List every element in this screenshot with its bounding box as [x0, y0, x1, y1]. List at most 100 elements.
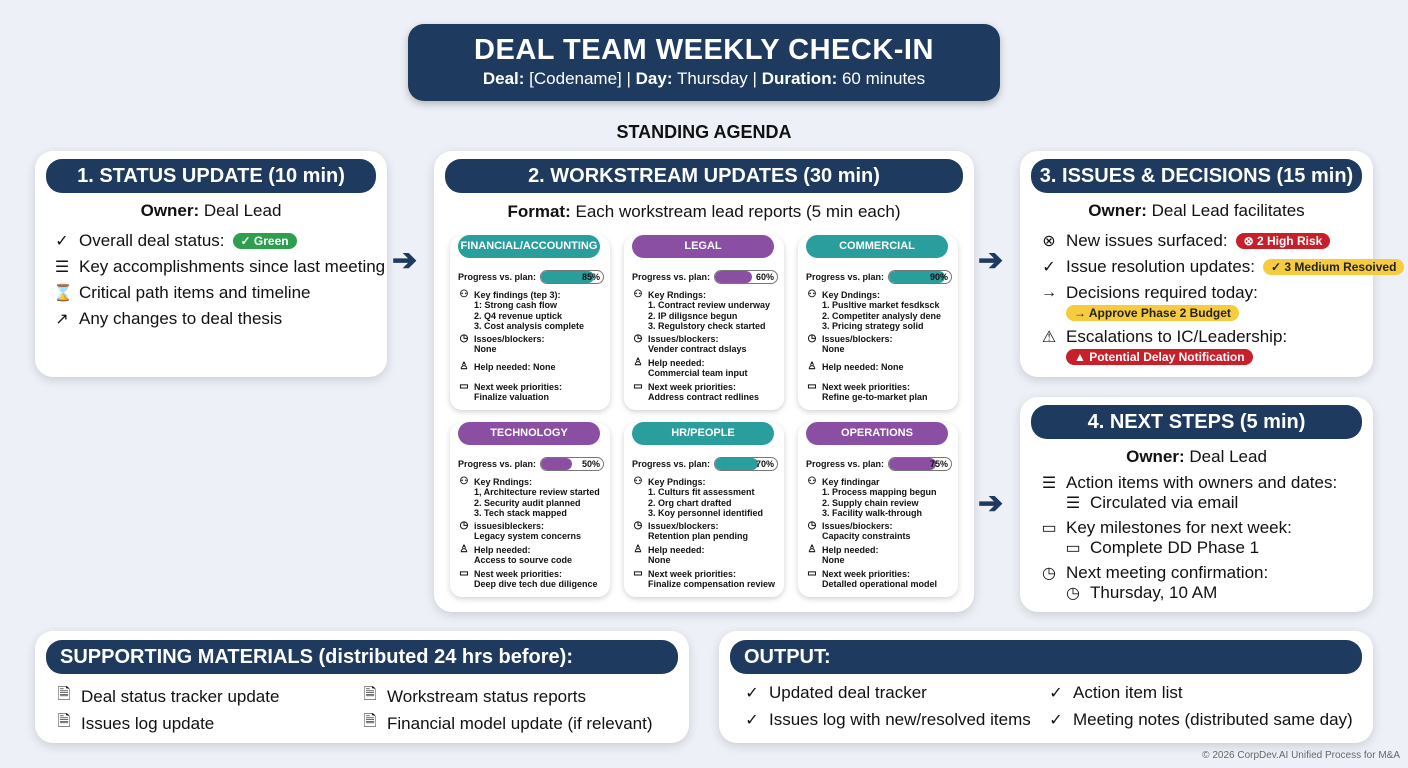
output-item: ✓Updated deal tracker: [743, 683, 927, 703]
check-circle-icon: ✓: [1042, 259, 1056, 276]
issues-panel: 3. ISSUES & DECISIONS (15 min) Owner: De…: [1020, 151, 1405, 377]
calendar-icon: ▭: [633, 381, 643, 392]
status-badge: ✓ Green: [232, 233, 297, 249]
help-needed: ♙Help needed:Access to sourve code: [458, 544, 573, 566]
progress: Progress vs. plan:60%: [632, 270, 779, 284]
label: Nest week priorities:: [474, 569, 563, 579]
finding: 1, Architecture review started: [474, 487, 600, 498]
label: Issuex/blockers:: [648, 521, 719, 531]
next-steps-title: 4. NEXT STEPS (5 min): [1031, 405, 1362, 439]
status-item: ⌛ Critical path items and timeline: [53, 283, 310, 303]
issues-title: 3. ISSUES & DECISIONS (15 min): [1031, 159, 1362, 193]
list-icon: ☰: [1065, 495, 1081, 512]
issues: ◷Issues/blockers:Vender contract dslays: [632, 333, 747, 355]
progress-fill: [715, 458, 759, 470]
progress: Progress vs. plan:85%: [458, 270, 605, 284]
label: Issues/biockers:: [822, 521, 893, 531]
calendar-icon: ▭: [1065, 540, 1081, 557]
page-title: DEAL TEAM WEEKLY CHECK-IN: [474, 34, 934, 66]
title-banner: DEAL TEAM WEEKLY CHECK-IN Deal: [Codenam…: [408, 24, 1000, 101]
output-panel: OUTPUT: ✓Updated deal tracker ✓Action ite…: [719, 631, 1373, 743]
calendar-icon: ▭: [807, 568, 817, 579]
check-circle-icon: ✓: [1049, 685, 1063, 702]
finding: 2. IP diligsnce begun: [648, 310, 738, 321]
item-text: Meeting notes (distributed same day): [1073, 710, 1353, 729]
label: Issoes/blockers:: [474, 334, 545, 344]
issues: ◷Issuex/blockers:Retention plan pending: [632, 520, 748, 542]
value: Refine ge-to-market plan: [822, 392, 928, 403]
clock-icon: ◷: [459, 520, 469, 531]
people-icon: ⚇: [807, 289, 817, 300]
progress-fill: [889, 458, 936, 470]
progress-fill: [715, 271, 753, 283]
next-step-detail: ◷Thursday, 10 AM: [1064, 583, 1217, 603]
next-step-item: ▭ Key milestones for next week:: [1040, 518, 1292, 538]
people-icon: ⚇: [459, 289, 469, 300]
item-text: Deal status tracker update: [81, 686, 280, 706]
materials-item: 🗎 Deal status tracker update: [55, 683, 280, 710]
calendar-icon: ▭: [1041, 520, 1057, 537]
progress-bar: 85%: [540, 270, 605, 284]
item-text: Critical path items and timeline: [79, 283, 311, 302]
output-item: ✓Action item list: [1047, 683, 1182, 703]
next-step-item: ☰Action items with owners and dates:: [1040, 473, 1337, 493]
hourglass-icon: ⌛: [53, 285, 73, 302]
next-week: ▭Next week priorities:Address contract r…: [632, 381, 759, 403]
output-title: OUTPUT:: [730, 640, 1362, 674]
progress-value: 75%: [930, 459, 949, 469]
progress-fill: [541, 458, 573, 470]
progress-bar: 60%: [714, 270, 779, 284]
next-steps-panel: 4. NEXT STEPS (5 min) Owner: Deal Lead ☰…: [1020, 397, 1373, 612]
label: Next week priorities:: [648, 382, 737, 392]
finding: 1: Strong cash flow: [474, 300, 558, 311]
status-item: ✓Overall deal status:✓ Green: [53, 231, 297, 251]
finding: 2. Q4 revenue uptick: [474, 310, 563, 321]
arrow-right-icon: →: [1041, 284, 1057, 301]
issue-badge: ▲ Potential Delay Notification: [1066, 349, 1253, 365]
clock-icon: ◷: [459, 333, 469, 344]
workstream-card: HR/PEOPLE Progress vs. plan:70% ⚇Key Pnd…: [624, 422, 784, 597]
progress-label: Progress vs. plan:: [806, 271, 885, 282]
next-week: ▭Nest week priorities:Deep dive tech due…: [458, 568, 598, 590]
item-text: Financial model update (if relevant): [387, 713, 653, 733]
check-circle-icon: ✓: [745, 685, 759, 702]
finding: 2. Competiter analysly dene: [822, 310, 942, 321]
progress-fill: [889, 271, 945, 283]
label: Key findingar: [822, 477, 880, 487]
clock-icon: ◷: [1066, 585, 1080, 602]
label: issuesibleckers:: [474, 521, 545, 531]
value: Finalize compensation review: [648, 579, 776, 590]
finding: 2. Supply chain review: [822, 497, 919, 508]
format: Format: Each workstream lead reports (5 …: [507, 202, 901, 221]
check-circle-icon: ✓: [745, 712, 759, 729]
doc-icon: 🗎: [57, 686, 71, 703]
item-text: Key milestones for next week:: [1066, 518, 1292, 537]
owner: Owner: Deal Lead: [1126, 447, 1267, 466]
warning-icon: ⚠: [1041, 329, 1057, 346]
next-week: ▭Next week priorities:Refine ge-to-marke…: [806, 381, 928, 403]
finding: 1. Culturs fit assessment: [648, 487, 755, 498]
label: Help needed:: [648, 358, 705, 368]
label: Key Rndings:: [474, 477, 533, 487]
label: Next week priorities:: [822, 382, 911, 392]
finding: 3. Facility walk-through: [822, 507, 923, 518]
progress-fill: [541, 271, 594, 283]
progress-bar: 50%: [540, 457, 605, 471]
help-needed: ♙Help needed:None: [632, 544, 705, 566]
workstream-name: FINANCIAL/ACCOUNTING: [458, 235, 600, 258]
workstream-card: OPERATIONS Progress vs. plan:75% ⚇Key fi…: [798, 422, 958, 597]
value: Deep dive tech due diligence: [474, 579, 598, 590]
value: Commercial team input: [648, 368, 748, 379]
workstream-name: OPERATIONS: [806, 422, 948, 445]
label: Key Pndings:: [648, 477, 706, 487]
value: None: [822, 555, 845, 566]
trend-icon: ↗: [55, 311, 69, 328]
next-step-item: ◷Next meeting confirmation:: [1040, 563, 1268, 583]
issues: ◷Issoes/blockers:None: [458, 333, 545, 355]
workstream-name: LEGAL: [632, 235, 774, 258]
progress-value: 85%: [582, 272, 601, 282]
next-step-detail: ☰Circulated via email: [1064, 493, 1239, 513]
status-update-panel: 1. STATUS UPDATE (10 min) Owner: Deal Le…: [35, 151, 387, 377]
value: Legacy system concerns: [474, 531, 582, 542]
